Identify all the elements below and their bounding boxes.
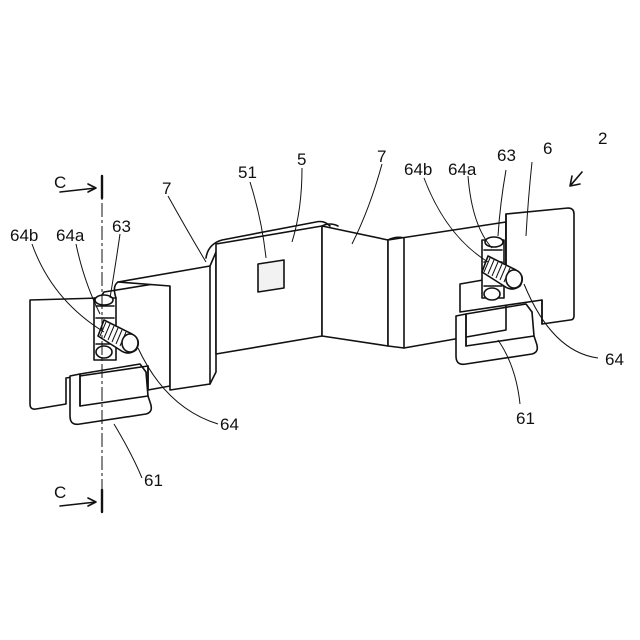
label-bolt-a-right: 64a	[448, 160, 477, 179]
label-bolt-right: 64	[605, 350, 624, 369]
label-plate-center: 5	[297, 150, 306, 169]
label-nut-left: 63	[112, 217, 131, 236]
square-hole	[258, 260, 284, 292]
label-bolt-b-left: 64b	[10, 226, 38, 245]
label-bolt-a-left: 64a	[56, 226, 85, 245]
label-bolt-left: 64	[220, 415, 239, 434]
label-nut-right: 63	[497, 146, 516, 165]
label-assembly: 2	[598, 129, 607, 148]
label-bend-left: 7	[162, 179, 171, 198]
label-section-bottom: C	[54, 483, 66, 502]
left-clip	[70, 364, 151, 424]
label-bend-right: 7	[377, 147, 386, 166]
label-hole: 51	[238, 163, 257, 182]
center-fold-plate	[322, 226, 388, 346]
label-bolt-b-right: 64b	[404, 160, 432, 179]
label-end-plate: 6	[543, 139, 552, 158]
label-clip-right: 61	[516, 409, 535, 428]
label-section-top: C	[54, 173, 66, 192]
label-clip-left: 61	[144, 471, 163, 490]
